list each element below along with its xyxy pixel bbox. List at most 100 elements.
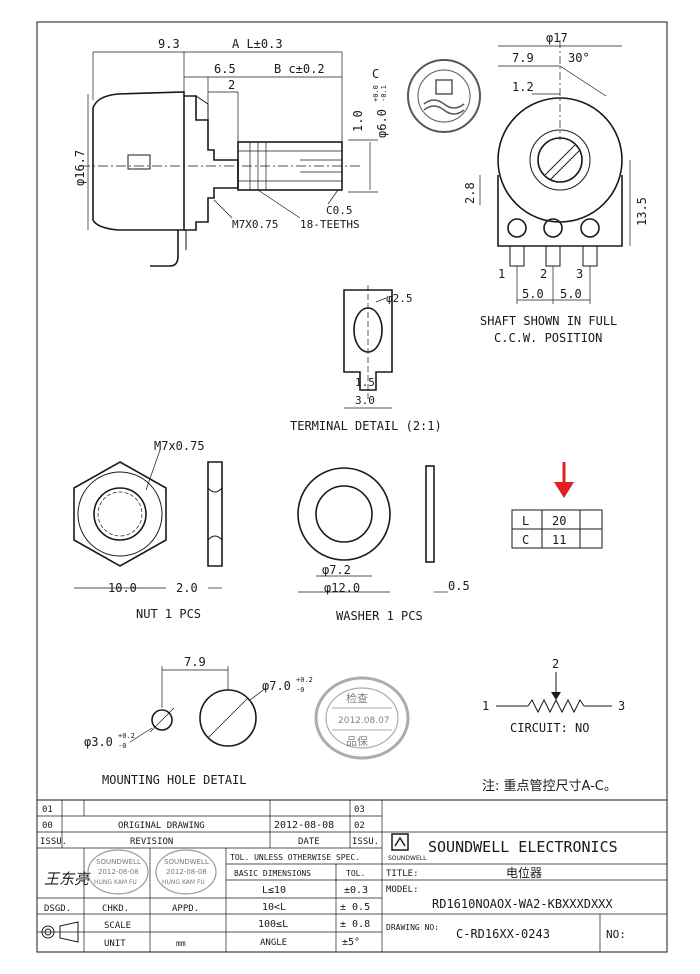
washer-12: φ12.0 (324, 581, 360, 595)
nut-side (207, 461, 223, 567)
hole-7-0-tol: +0.2 (296, 676, 313, 684)
appd-label: APPD. (172, 904, 199, 914)
dim-9-3: 9.3 (158, 37, 180, 51)
mounting-hole-view: 7.9 φ7.0 +0.2 -0 φ3.0 +0.2 -0 MOUNTING H… (84, 655, 313, 787)
leader-teeth (257, 189, 301, 219)
title-block: 01 00 ISSU. ORIGINAL DRAWING 2012-08-08 … (36, 799, 668, 953)
shaft-note-line-1: SHAFT SHOWN IN FULL (480, 314, 617, 328)
anti-rotation-hole (151, 709, 173, 731)
dim-shaft-dia: φ6.0 (375, 109, 389, 138)
original-date: 2012-08-08 (274, 820, 334, 831)
washer-side (425, 465, 435, 563)
leader-thread-nut (145, 449, 161, 491)
drawing-no-value: C-RD16XX-0243 (456, 927, 550, 941)
approver-stamp-date: 2012-08-08 (166, 868, 207, 876)
approver-stamp-name: HUNG KAM FU (162, 879, 205, 886)
dim-shaft-tol: -0.1 (380, 85, 388, 102)
model-label: MODEL: (386, 885, 419, 895)
unit-value: mm (176, 939, 186, 948)
basic-dims-header: BASIC DIMENSIONS (234, 869, 311, 878)
terminal-dia: φ2.5 (386, 292, 413, 305)
dim-6-5: 6.5 (214, 62, 236, 76)
side-view: 9.3 A L±0.3 6.5 B c±0.2 2 C φ6.0 +0.0 -0… (73, 37, 389, 267)
lc-row-key: C (522, 533, 529, 547)
dim-a-l: A L±0.3 (232, 37, 283, 51)
rev-01: 01 (42, 805, 53, 815)
model-value: RD1610NOAOX-WA2-KBXXXDXXX (432, 897, 613, 911)
leader-25 (375, 297, 387, 303)
dim-13-5: 13.5 (635, 197, 649, 226)
rev-03: 03 (354, 805, 365, 815)
red-arrow-head (554, 482, 574, 498)
designer-signature: 王东亮 (44, 870, 91, 888)
hole-3-0: φ3.0 (84, 735, 113, 749)
shaft-slot (544, 144, 576, 176)
nut-thread (97, 491, 143, 537)
leader-70 (249, 687, 267, 701)
rev-02: 02 (354, 821, 365, 831)
washer-view: φ7.2 φ12.0 0.5 WASHER 1 PCS (297, 465, 470, 623)
pot-body (92, 91, 185, 231)
hole-7-9: 7.9 (184, 655, 206, 669)
terminal-pin-3 (582, 245, 598, 267)
washer-7-2: φ7.2 (322, 563, 351, 577)
dim-chamfer: C0.5 (326, 204, 353, 217)
lc-row-value: 20 (552, 514, 566, 528)
tol-r3-range: 100≤L (258, 919, 288, 930)
dim-body-dia: φ16.7 (73, 150, 87, 186)
dim-thread: M7X0.75 (232, 218, 278, 231)
nut-side-chamfer (207, 487, 223, 541)
front-view: φ17 7.9 30° 1.2 2.8 13.5 1 2 3 5.0 5.0 S… (463, 31, 649, 345)
nut-hexagon (73, 461, 167, 567)
checker-stamp-name: HUNG KAM FU (94, 879, 137, 886)
dim-7-9: 7.9 (512, 51, 534, 65)
tol-r3-value: ± 0.8 (340, 919, 370, 930)
nut-caption: NUT 1 PCS (136, 607, 201, 621)
dim-30-deg: 30° (568, 51, 590, 65)
pin-label-3: 3 (576, 267, 583, 281)
bushing-chamfer (195, 95, 209, 120)
title-block-frame (36, 799, 668, 953)
lc-table: L 20 C 11 (511, 462, 603, 549)
round-logo-stamp (407, 59, 481, 133)
stamp-date-text: 2012.08.07 (338, 716, 390, 726)
circuit-pin-3: 3 (618, 699, 625, 713)
tol-header: TOL. UNLESS OTHERWISE SPEC. (230, 853, 360, 862)
control-note: 注: 重点管控尺寸A-C。 (482, 778, 617, 794)
projection-symbol-icon (41, 921, 79, 943)
washer-0-5: 0.5 (448, 579, 470, 593)
hole-3-0-tol: +0.2 (118, 732, 135, 740)
bushing-outer (529, 129, 591, 191)
dim-b-c: B c±0.2 (274, 62, 325, 76)
lc-row-value: 11 (552, 533, 566, 547)
leader-chamfer (327, 189, 339, 205)
company-logo (391, 833, 409, 851)
angle-value: ±5° (342, 937, 360, 948)
terminal-3-0: 3.0 (355, 394, 375, 407)
terminal-1-5: 1.5 (355, 376, 375, 389)
terminal-pin-1 (509, 245, 525, 267)
rev-00: 00 (42, 821, 53, 831)
qc-stamp: 检查 2012.08.07 品保 (314, 676, 410, 760)
terminal-detail-caption: TERMINAL DETAIL (2:1) (290, 419, 442, 433)
dim-2-8: 2.8 (463, 182, 477, 204)
dim-1-0: 1.0 (351, 110, 365, 132)
circuit-pin-1: 1 (482, 699, 489, 713)
terminal-detail: φ2.5 1.5 3.0 TERMINAL DETAIL (2:1) (290, 285, 442, 433)
pin-label-2: 2 (540, 267, 547, 281)
shaft (237, 141, 343, 191)
hole-7-0: φ7.0 (262, 679, 291, 693)
terminal-hole-3 (580, 218, 600, 238)
bushing (184, 95, 239, 231)
angle-line (559, 65, 607, 97)
tol-col-header: TOL. (346, 869, 365, 878)
approver-stamp-company: SOUNDWELL (164, 858, 209, 866)
no-label: NO: (606, 928, 626, 941)
circuit-label: CIRCUIT: NO (510, 721, 589, 735)
dim-shaft-tol: +0.0 (372, 85, 380, 102)
nut-bore (93, 487, 147, 541)
terminal-hole-2 (543, 218, 563, 238)
mounting-hole-caption: MOUNTING HOLE DETAIL (102, 773, 247, 787)
nut-thread-label: M7x0.75 (154, 439, 205, 453)
